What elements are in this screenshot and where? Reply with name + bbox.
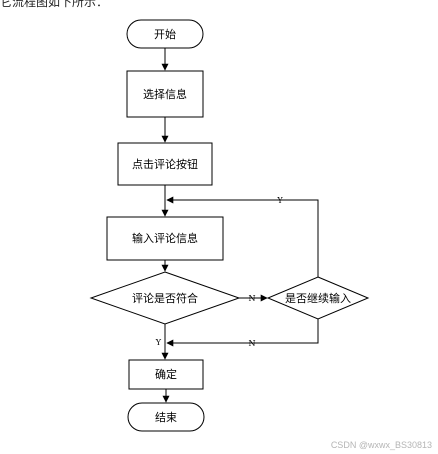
start-node: 开始	[126, 19, 204, 49]
confirm-label: 确定	[155, 367, 177, 381]
edge-continue-yes-loop	[166, 196, 319, 277]
comment-valid-decision: 评论是否符合	[89, 271, 241, 325]
end-node: 结束	[127, 402, 205, 432]
end-label: 结束	[155, 411, 177, 424]
click-comment-button-label: 点击评论按钮	[132, 157, 198, 171]
click-comment-button-node: 点击评论按钮	[117, 142, 213, 186]
edge-continue-no	[166, 319, 319, 347]
continue-input-decision: 是否继续输入	[266, 276, 370, 320]
input-comment-info-label: 输入评论信息	[132, 231, 198, 245]
label-stop-no: N	[249, 339, 256, 348]
select-info-node: 选择信息	[126, 70, 204, 118]
label-valid-yes: Y	[155, 338, 162, 347]
header-text: 它流程图如下所示：	[0, 0, 109, 9]
label-loop-back-yes: Y	[276, 196, 283, 205]
label-not-valid-no: N	[249, 294, 256, 303]
continue-input-label: 是否继续输入	[285, 291, 351, 305]
input-comment-info-node: 输入评论信息	[106, 216, 224, 261]
select-info-label: 选择信息	[143, 87, 187, 101]
start-label: 开始	[154, 27, 176, 41]
comment-valid-label: 评论是否符合	[132, 291, 198, 305]
watermark: CSDN @wxwx_BS30813	[330, 440, 432, 450]
confirm-node: 确定	[128, 359, 204, 390]
